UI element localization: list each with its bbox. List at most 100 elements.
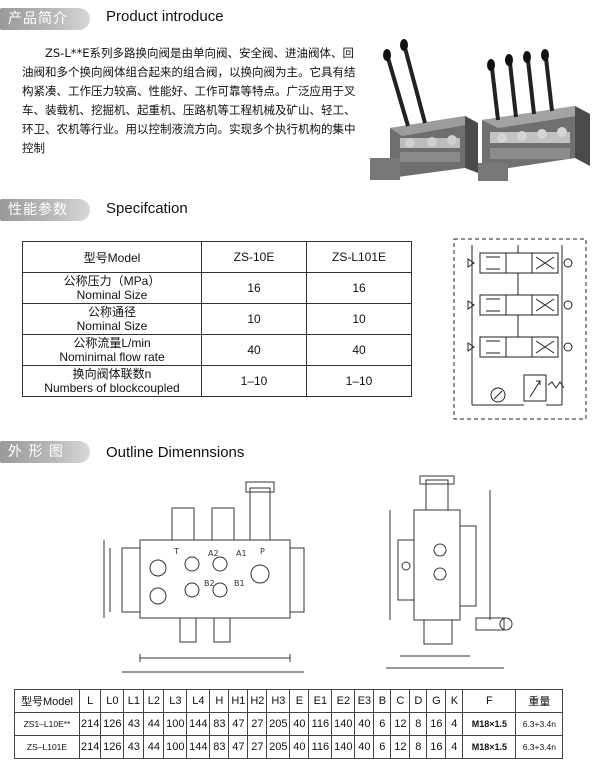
dims-cell: 6	[373, 712, 392, 736]
dims-header-cell: H2	[247, 689, 268, 713]
port-label-b1: B1	[234, 579, 245, 588]
dims-cell: 43	[123, 712, 145, 736]
product-photo	[370, 28, 595, 198]
valve-symbol-3	[467, 336, 573, 358]
dims-cell: M18×1.5	[462, 712, 517, 736]
dims-header-cell: C	[390, 689, 411, 713]
dims-header-cell: 型号Model	[14, 689, 80, 713]
spec-row-value: 16	[201, 272, 307, 304]
dims-cell: 140	[331, 712, 356, 736]
dims-header-cell: D	[409, 689, 428, 713]
spec-row-value: 16	[306, 272, 412, 304]
dims-cell: ZS–L101E	[14, 735, 80, 759]
dims-header-cell: B	[373, 689, 392, 713]
spec-row-value: 40	[306, 334, 412, 366]
relief-valve-symbol	[523, 374, 565, 402]
dims-header-cell: H	[209, 689, 230, 713]
dims-cell: M18×1.5	[462, 735, 517, 759]
port-label-t: T	[173, 547, 179, 556]
dims-header-cell: F	[462, 689, 517, 713]
spec-header-col1: ZS-10E	[201, 241, 307, 273]
dims-cell: 16	[426, 712, 447, 736]
dims-cell: 116	[308, 735, 333, 759]
port-label-b2: B2	[204, 579, 215, 588]
dims-cell: 44	[143, 735, 165, 759]
spec-row: 公称压力（MPa）Nominal Size 16 16	[22, 272, 412, 304]
dims-cell: 100	[163, 712, 188, 736]
hydraulic-schematic	[453, 238, 587, 420]
dims-cell: 40	[289, 712, 310, 736]
port-label-a2: A2	[208, 549, 219, 558]
port-label-p: P	[260, 547, 265, 556]
dims-cell: 100	[163, 735, 188, 759]
port-label-a1: A1	[236, 549, 247, 558]
valve-symbol-1	[467, 252, 573, 274]
dimensions-table: 型号Model L L0 L1 L2 L3 L4 H H1 H2 H3 E E1…	[14, 689, 564, 759]
dims-row: ZS1–L10E** 214 126 43 44 100 144 83 47 2…	[14, 712, 564, 736]
dims-header-cell: E3	[354, 689, 375, 713]
dims-cell: 47	[228, 712, 249, 736]
dims-header-cell: H1	[228, 689, 249, 713]
spec-row-value: 10	[306, 303, 412, 335]
dims-cell: 27	[247, 712, 268, 736]
spec-row-value: 1–10	[306, 365, 412, 397]
dims-cell: 4	[445, 712, 464, 736]
dims-cell: 4	[445, 735, 464, 759]
dims-header-cell: L0	[100, 689, 125, 713]
valve-image-right	[478, 49, 590, 181]
valve-symbol-2	[467, 294, 573, 316]
dims-cell: 6.3+3.4n	[515, 712, 564, 736]
dims-header-cell: L	[78, 689, 102, 713]
section-title-outline: Outline Dimennsions	[106, 444, 245, 461]
dims-header-cell: E2	[331, 689, 356, 713]
dims-cell: 214	[78, 735, 102, 759]
dims-header-cell: L4	[186, 689, 211, 713]
dims-cell: 40	[354, 735, 375, 759]
dims-cell: 16	[426, 735, 447, 759]
side-view-drawing	[386, 475, 513, 669]
check-valve-symbol	[490, 387, 506, 403]
section-title-intro: Product introduce	[106, 8, 224, 25]
valve-image-left	[370, 39, 478, 180]
dims-cell: 47	[228, 735, 249, 759]
dims-cell: 8	[409, 735, 428, 759]
dims-header-cell: L2	[143, 689, 165, 713]
dims-cell: 144	[186, 712, 211, 736]
dims-header-cell: E1	[308, 689, 333, 713]
dims-header-cell: L3	[163, 689, 188, 713]
dims-cell: 205	[266, 712, 291, 736]
section-title-spec: Specifcation	[106, 200, 188, 217]
section-tag-spec: 性能参数	[0, 199, 90, 221]
spec-row-value: 1–10	[201, 365, 307, 397]
dims-cell: 126	[100, 712, 125, 736]
dims-cell: 27	[247, 735, 268, 759]
dims-header-cell: L1	[123, 689, 145, 713]
dims-cell: 8	[409, 712, 428, 736]
front-view-drawing: A2 A1 B2 B1 T P	[103, 481, 305, 673]
intro-paragraph: ZS-L**E系列多路换向阀是由单向阀、安全阀、进油阀体、回油阀和多个换向阀体组…	[22, 46, 356, 155]
dims-cell: 44	[143, 712, 165, 736]
spec-header-col2: ZS-L101E	[306, 241, 412, 273]
dims-header-cell: G	[426, 689, 447, 713]
dims-cell: ZS1–L10E**	[14, 712, 80, 736]
spec-header-row: 型号Model ZS-10E ZS-L101E	[22, 241, 412, 273]
dims-header-cell: K	[445, 689, 464, 713]
dims-cell: 205	[266, 735, 291, 759]
spec-table: 型号Model ZS-10E ZS-L101E 公称压力（MPa）Nominal…	[22, 241, 412, 397]
dims-header-row: 型号Model L L0 L1 L2 L3 L4 H H1 H2 H3 E E1…	[14, 689, 564, 713]
dims-cell: 6.3+3.4n	[515, 735, 564, 759]
dims-cell: 116	[308, 712, 333, 736]
dims-cell: 140	[331, 735, 356, 759]
port-circles	[149, 556, 270, 605]
dims-cell: 126	[100, 735, 125, 759]
dims-cell: 12	[390, 735, 411, 759]
section-tag-intro: 产品简介	[0, 8, 90, 30]
dims-row: ZS–L101E 214 126 43 44 100 144 83 47 27 …	[14, 735, 564, 759]
dims-cell: 214	[78, 712, 102, 736]
